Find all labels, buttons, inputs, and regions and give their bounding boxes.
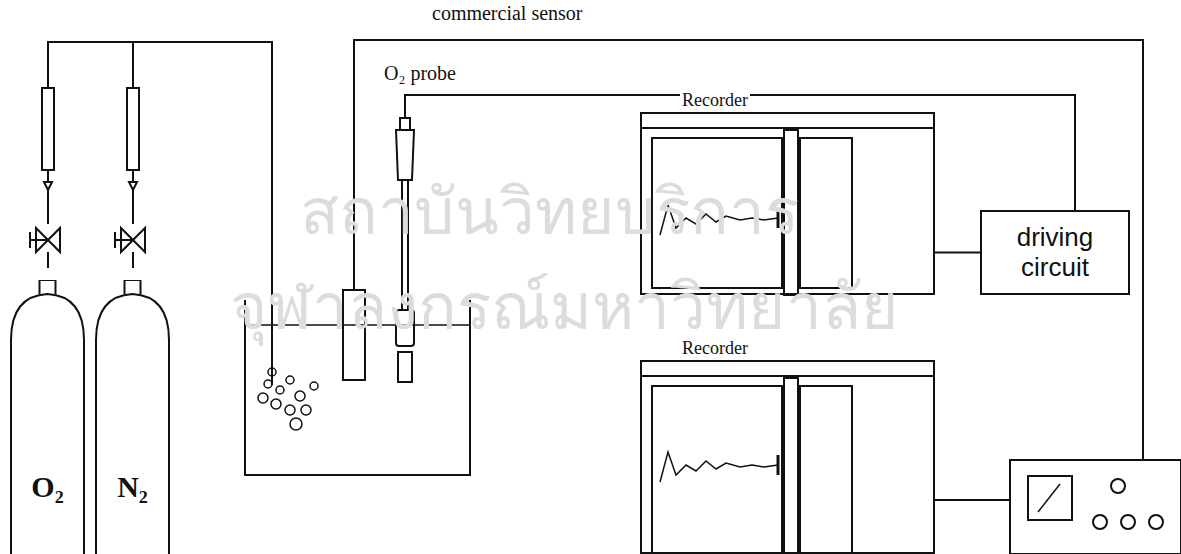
gas-cylinder: N₂ [95,280,170,554]
recorder-heading: Recorder [680,90,750,111]
valve-stem [132,252,134,268]
flowmeter-stem [44,170,52,224]
valve-stem [47,252,49,268]
sensor-wire [354,40,1143,460]
gas-cylinder: O₂ [10,280,85,554]
flowmeter-stem [129,170,137,224]
cylinder-outline [10,280,85,554]
signal-wire [935,499,1010,501]
flowmeter-tube [127,88,139,170]
cylinder-shape [11,280,84,554]
watermark: สถาบันวิทยบริการ [300,160,799,262]
cylinder-shape [96,280,169,554]
flowmeter-tube [42,88,54,170]
valve-symbol [115,228,145,252]
connector-wire [935,252,980,253]
bubbles [258,368,318,430]
cylinder-label: N₂ [95,470,170,504]
probe-label: O₂ probe [384,62,456,85]
circuit-box: driving circuit [980,210,1130,295]
sensor-label: commercial sensor [432,2,583,25]
box-label: driving circuit [990,223,1120,283]
gas-line [132,42,134,88]
cylinder-outline [95,280,170,554]
recorder-internals [640,376,935,554]
meter-instrument [1010,460,1181,554]
chart-recorder: Recorder [640,360,935,554]
valve-symbol [30,228,60,252]
watermark: จุฬาลงกรณ์มหาวิทยาลัย [230,255,899,357]
cylinder-label: O₂ [10,470,85,504]
connector-line [935,252,980,254]
